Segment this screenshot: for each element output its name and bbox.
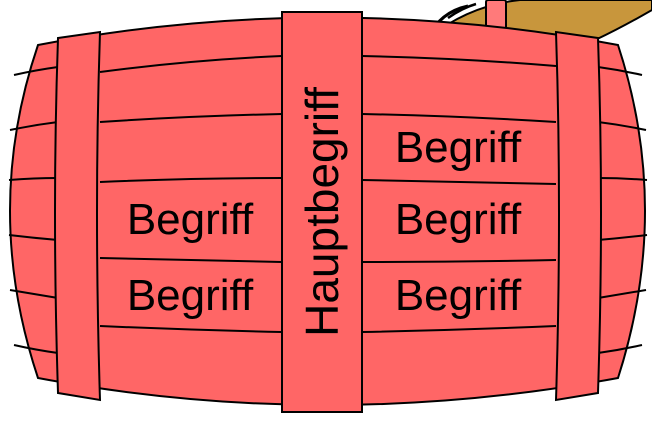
left-term-label: Begriff [127,271,254,320]
right-term-label: Begriff [395,195,522,244]
main-term-label: Hauptbegriff [296,87,348,337]
right-term-label: Begriff [395,123,522,172]
left-term-label: Begriff [127,195,254,244]
right-term-label: Begriff [395,271,522,320]
